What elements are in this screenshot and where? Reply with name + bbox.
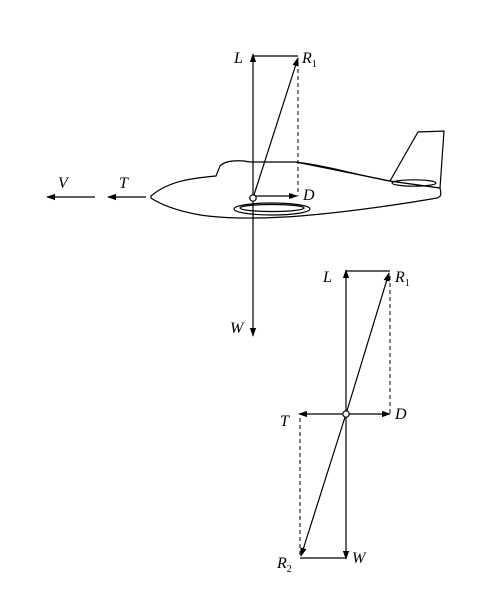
wing-outline xyxy=(233,202,311,216)
wing-outline-inner xyxy=(239,203,305,213)
velocity-label: V xyxy=(58,175,70,192)
bottom-resultant2-arrow xyxy=(300,413,347,557)
thrust-label: T xyxy=(119,175,129,192)
bottom-resultant1-arrow xyxy=(345,272,390,415)
top-lift-label: L xyxy=(233,50,243,67)
top-weight-label: W xyxy=(230,320,245,337)
bottom-resultant2-label: R2 xyxy=(276,555,292,575)
bottom-thrust-label: T xyxy=(280,413,290,430)
top-center-of-gravity xyxy=(249,194,257,202)
top-resultant-label: R1 xyxy=(301,50,317,70)
top-resultant-arrow xyxy=(252,57,299,199)
bottom-resultant1-label: R1 xyxy=(394,269,410,289)
bottom-weight-label: W xyxy=(352,550,367,567)
aircraft-diagram: L R1 D W T V xyxy=(46,50,445,337)
bottom-lift-label: L xyxy=(322,269,332,286)
bottom-drag-label: D xyxy=(394,406,407,423)
top-drag-label: D xyxy=(302,187,315,204)
bottom-center-of-gravity xyxy=(342,410,350,418)
force-resolution-diagram: L R1 D T R2 W xyxy=(276,269,410,575)
fuselage-upper-line xyxy=(295,161,391,182)
horizontal-stabilizer xyxy=(391,179,437,187)
fuselage xyxy=(150,160,442,219)
